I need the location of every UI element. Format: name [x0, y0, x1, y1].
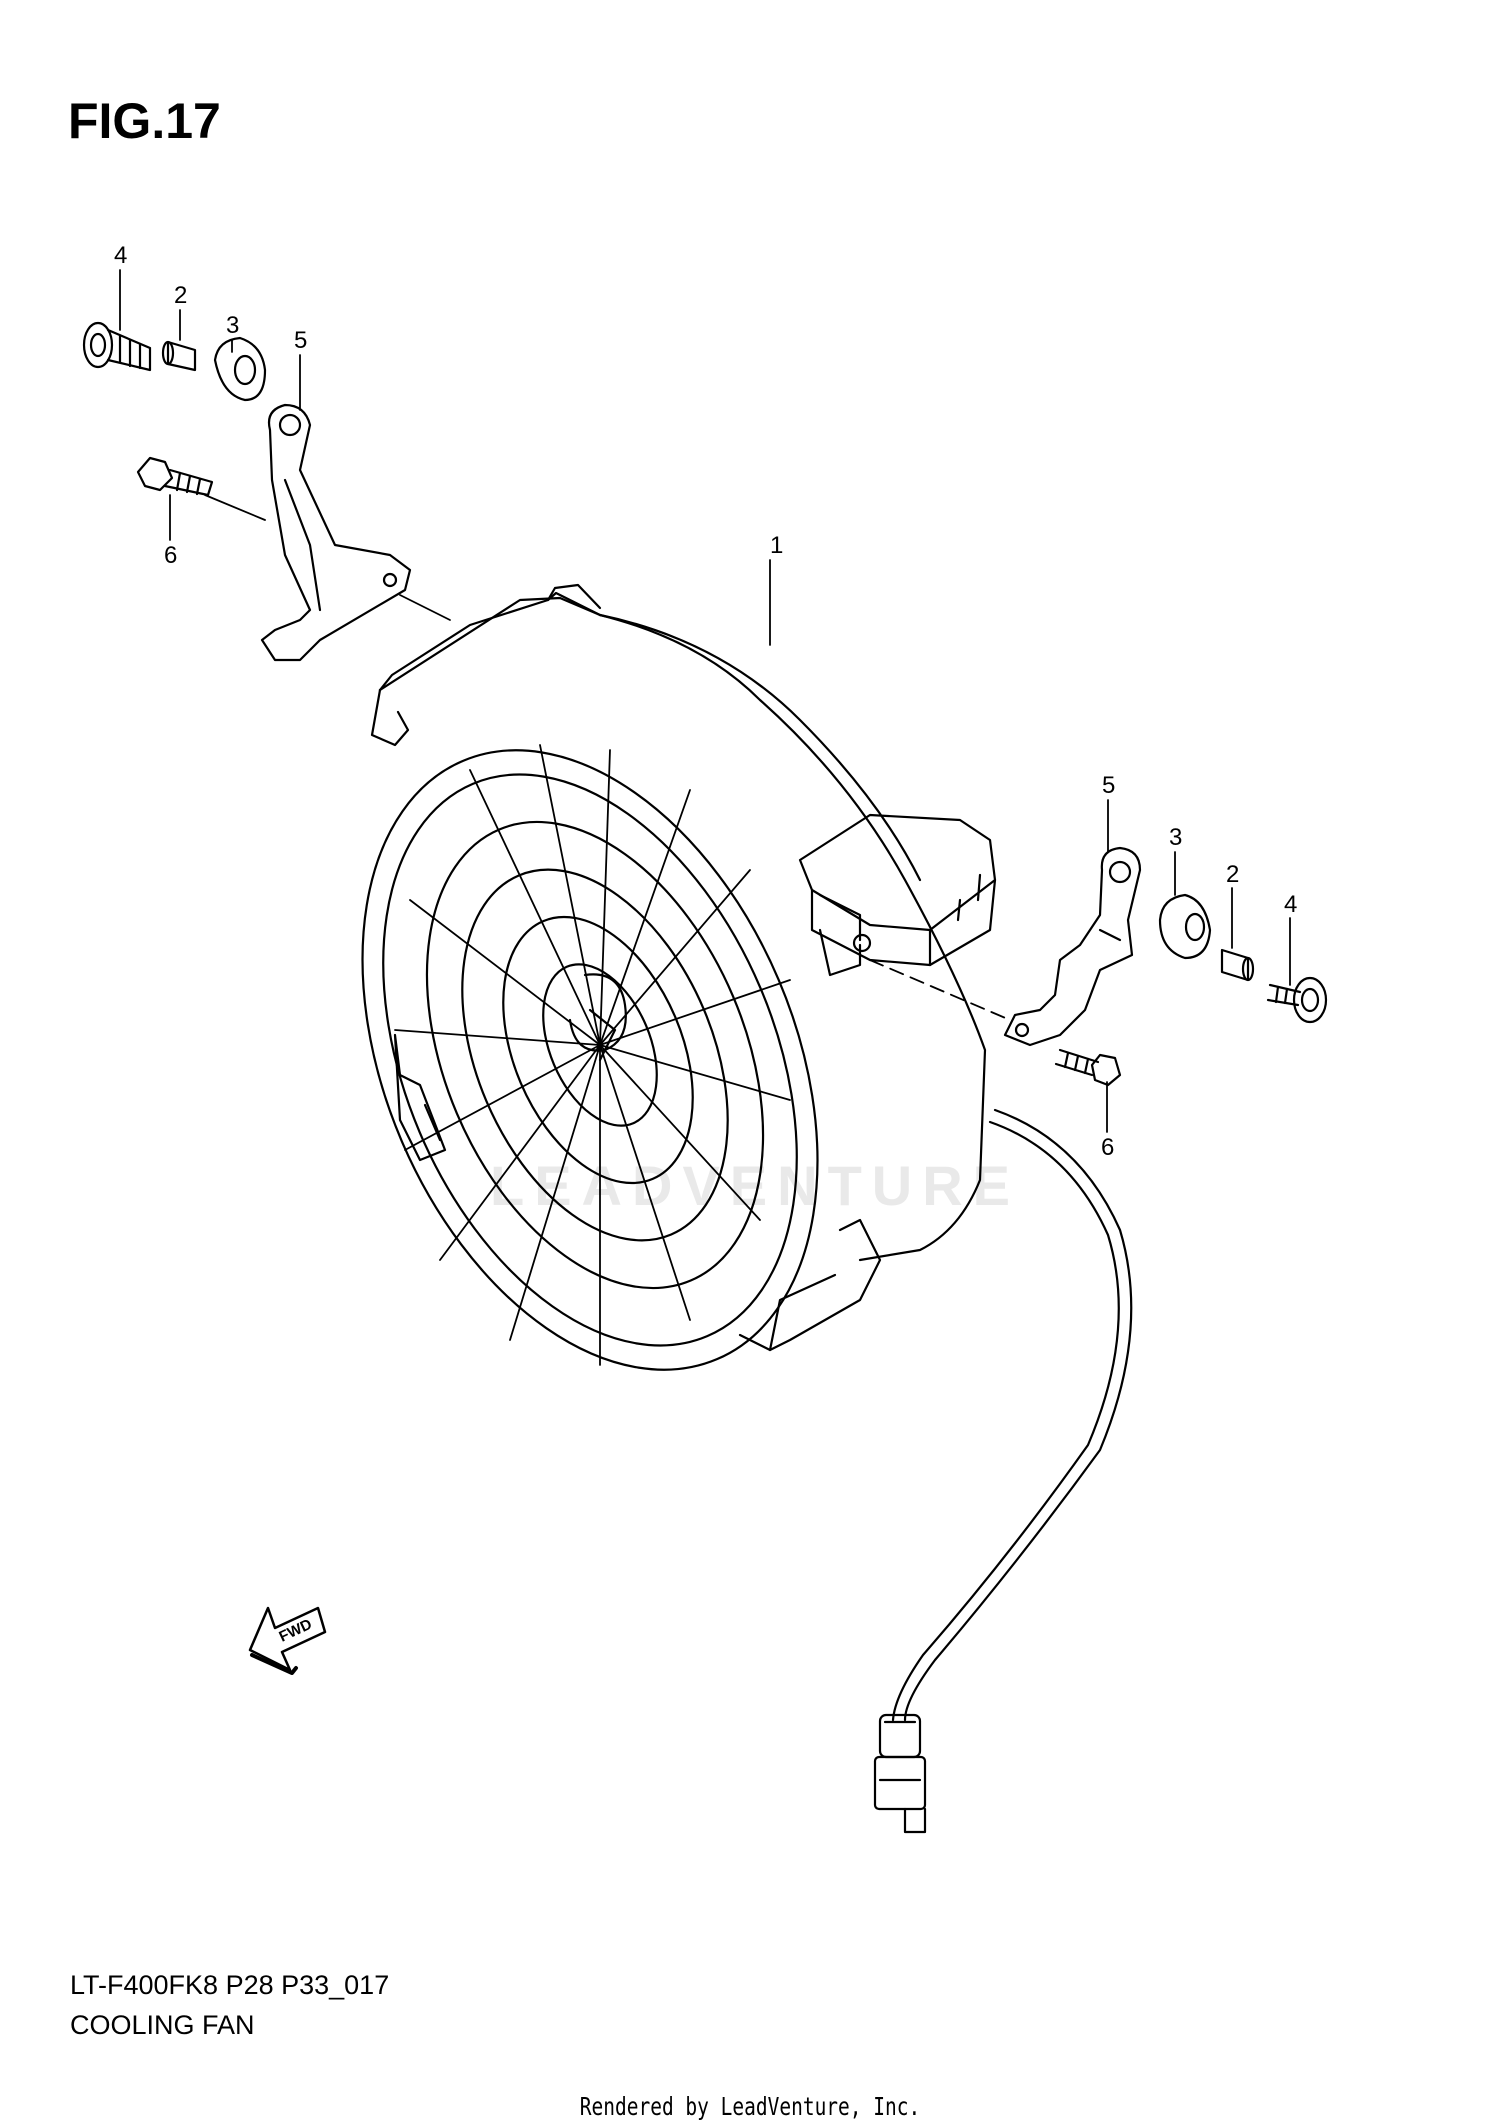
figure-name: COOLING FAN	[70, 2010, 255, 2040]
callout-3: 3	[226, 312, 239, 339]
watermark-text: LEADVENTURE	[490, 1154, 1020, 1217]
callout-numbers: 1 2 3 4 5 6 5 3 2 4 6	[114, 242, 1297, 1161]
fwd-arrow: FWD	[248, 1606, 327, 1675]
callout-2-right: 2	[1226, 861, 1239, 888]
wire-harness[interactable]	[873, 1108, 1133, 1834]
right-mount-hardware[interactable]	[1003, 846, 1328, 1087]
callout-3-right: 3	[1169, 824, 1182, 851]
callout-4-right: 4	[1284, 891, 1297, 918]
left-mount-hardware[interactable]	[82, 321, 412, 662]
callout-5-right: 5	[1102, 772, 1115, 799]
callout-4: 4	[114, 242, 127, 269]
cooling-fan-assembly[interactable]	[274, 583, 997, 1439]
leader-lines	[119, 269, 1291, 1133]
callout-2: 2	[174, 282, 187, 309]
render-credit: Rendered by LeadVenture, Inc.	[579, 2092, 921, 2121]
callout-1: 1	[770, 532, 783, 559]
callout-5: 5	[294, 327, 307, 354]
figure-code: LT-F400FK8 P28 P33_017	[70, 1970, 390, 2000]
callout-6: 6	[164, 542, 177, 569]
callout-6-right: 6	[1101, 1134, 1114, 1161]
figure-title: FIG.17	[68, 93, 221, 149]
